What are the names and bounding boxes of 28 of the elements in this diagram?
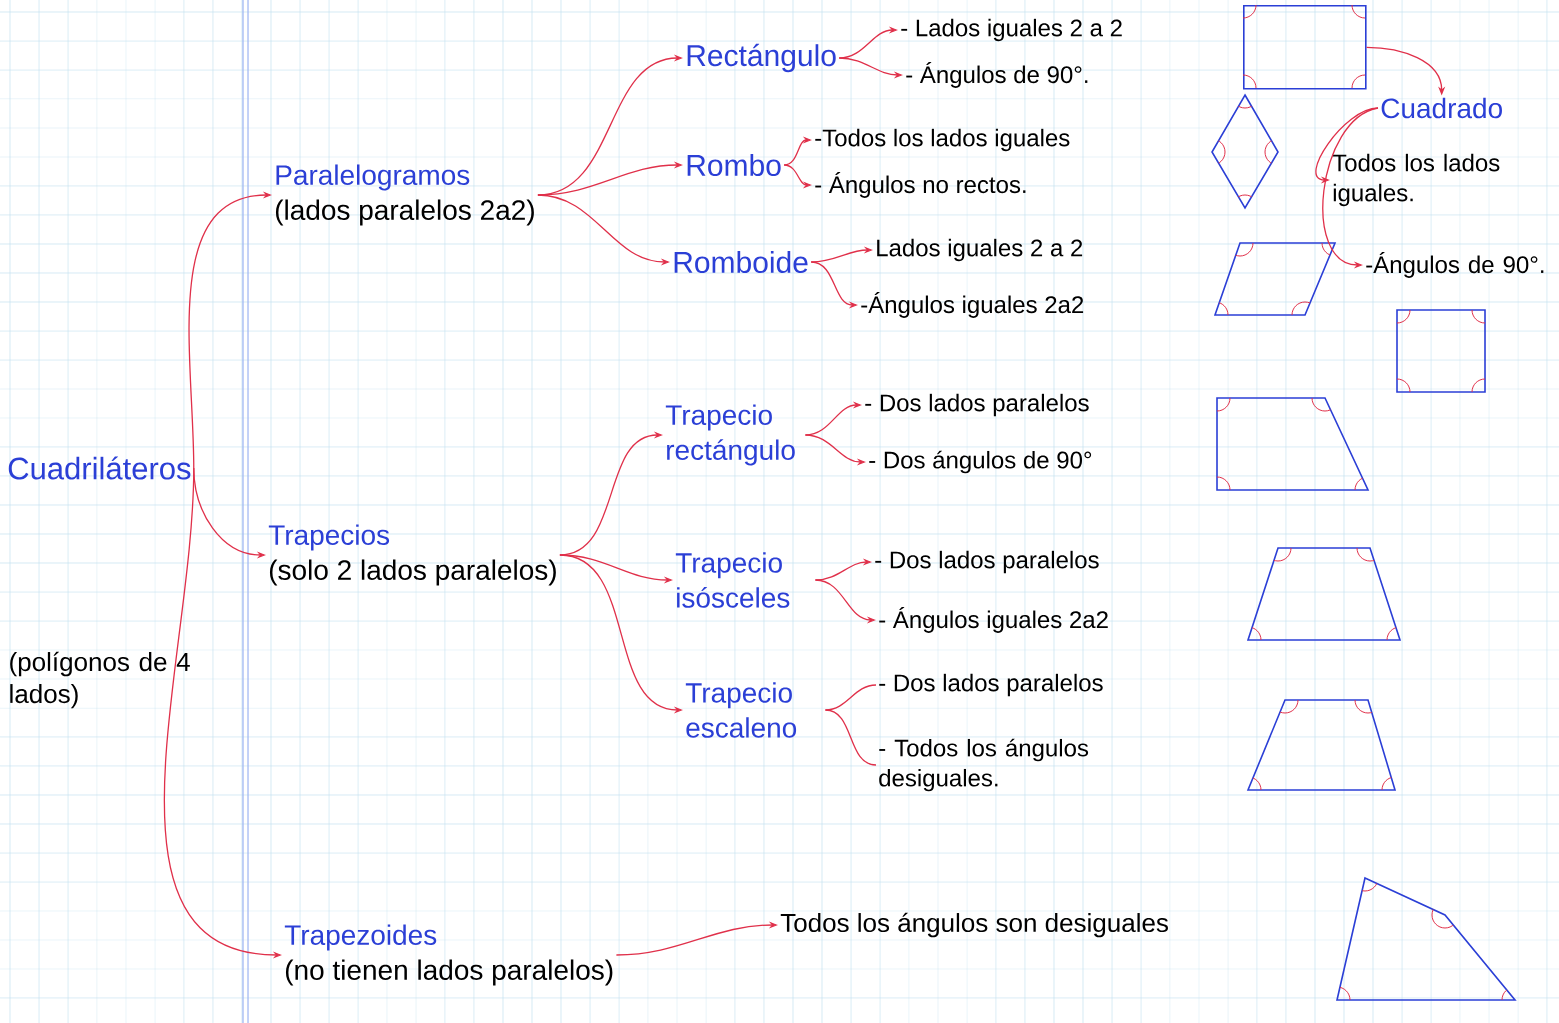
concept-text: Paralelogramos (lados paralelos 2a2): [275, 164, 534, 226]
concept-text: Trapecio escaleno: [685, 682, 797, 738]
property-text: Todos los lados iguales.: [1332, 153, 1500, 207]
property-text: -Ángulos iguales 2a2: [861, 292, 1084, 318]
concept-text: Trapecio rectángulo: [665, 404, 795, 466]
property-text: - Ángulos de 90°.: [906, 62, 1088, 88]
property-text: - Ángulos no rectos.: [815, 172, 1026, 198]
property-text: -Ángulos de 90°.: [1366, 252, 1544, 278]
concept-text: Trapecios (solo 2 lados paralelos): [268, 524, 556, 586]
rectangle-drawing: [1243, 5, 1367, 90]
property-text: - Dos lados paralelos: [875, 550, 1099, 574]
concept-text: Cuadrado: [1381, 97, 1502, 119]
concept-text: Romboide: [674, 251, 808, 273]
concept-text: Rectángulo: [687, 43, 836, 73]
note-text: (polígonos de 4 lados): [10, 651, 190, 709]
concept-text: Trapezoides (no tienen lados paralelos): [284, 924, 613, 986]
property-text: Lados iguales 2 a 2: [877, 238, 1083, 262]
concept-text: Trapecio isósceles: [675, 552, 790, 608]
concept-text: Cuadriláteros: [8, 456, 191, 480]
property-text: - Ángulos iguales 2a2: [879, 607, 1108, 633]
property-text: - Dos lados paralelos: [865, 393, 1089, 417]
property-text: -Todos los lados iguales: [815, 128, 1070, 152]
concept-text: Rombo: [687, 154, 781, 176]
property-text: - Lados iguales 2 a 2: [901, 18, 1122, 42]
property-text: - Dos lados paralelos: [879, 673, 1103, 697]
property-text: - Todos los ángulos desiguales.: [879, 738, 1089, 792]
property-text: Todos los ángulos son desiguales: [780, 912, 1168, 938]
property-text: - Dos ángulos de 90°: [869, 450, 1092, 474]
